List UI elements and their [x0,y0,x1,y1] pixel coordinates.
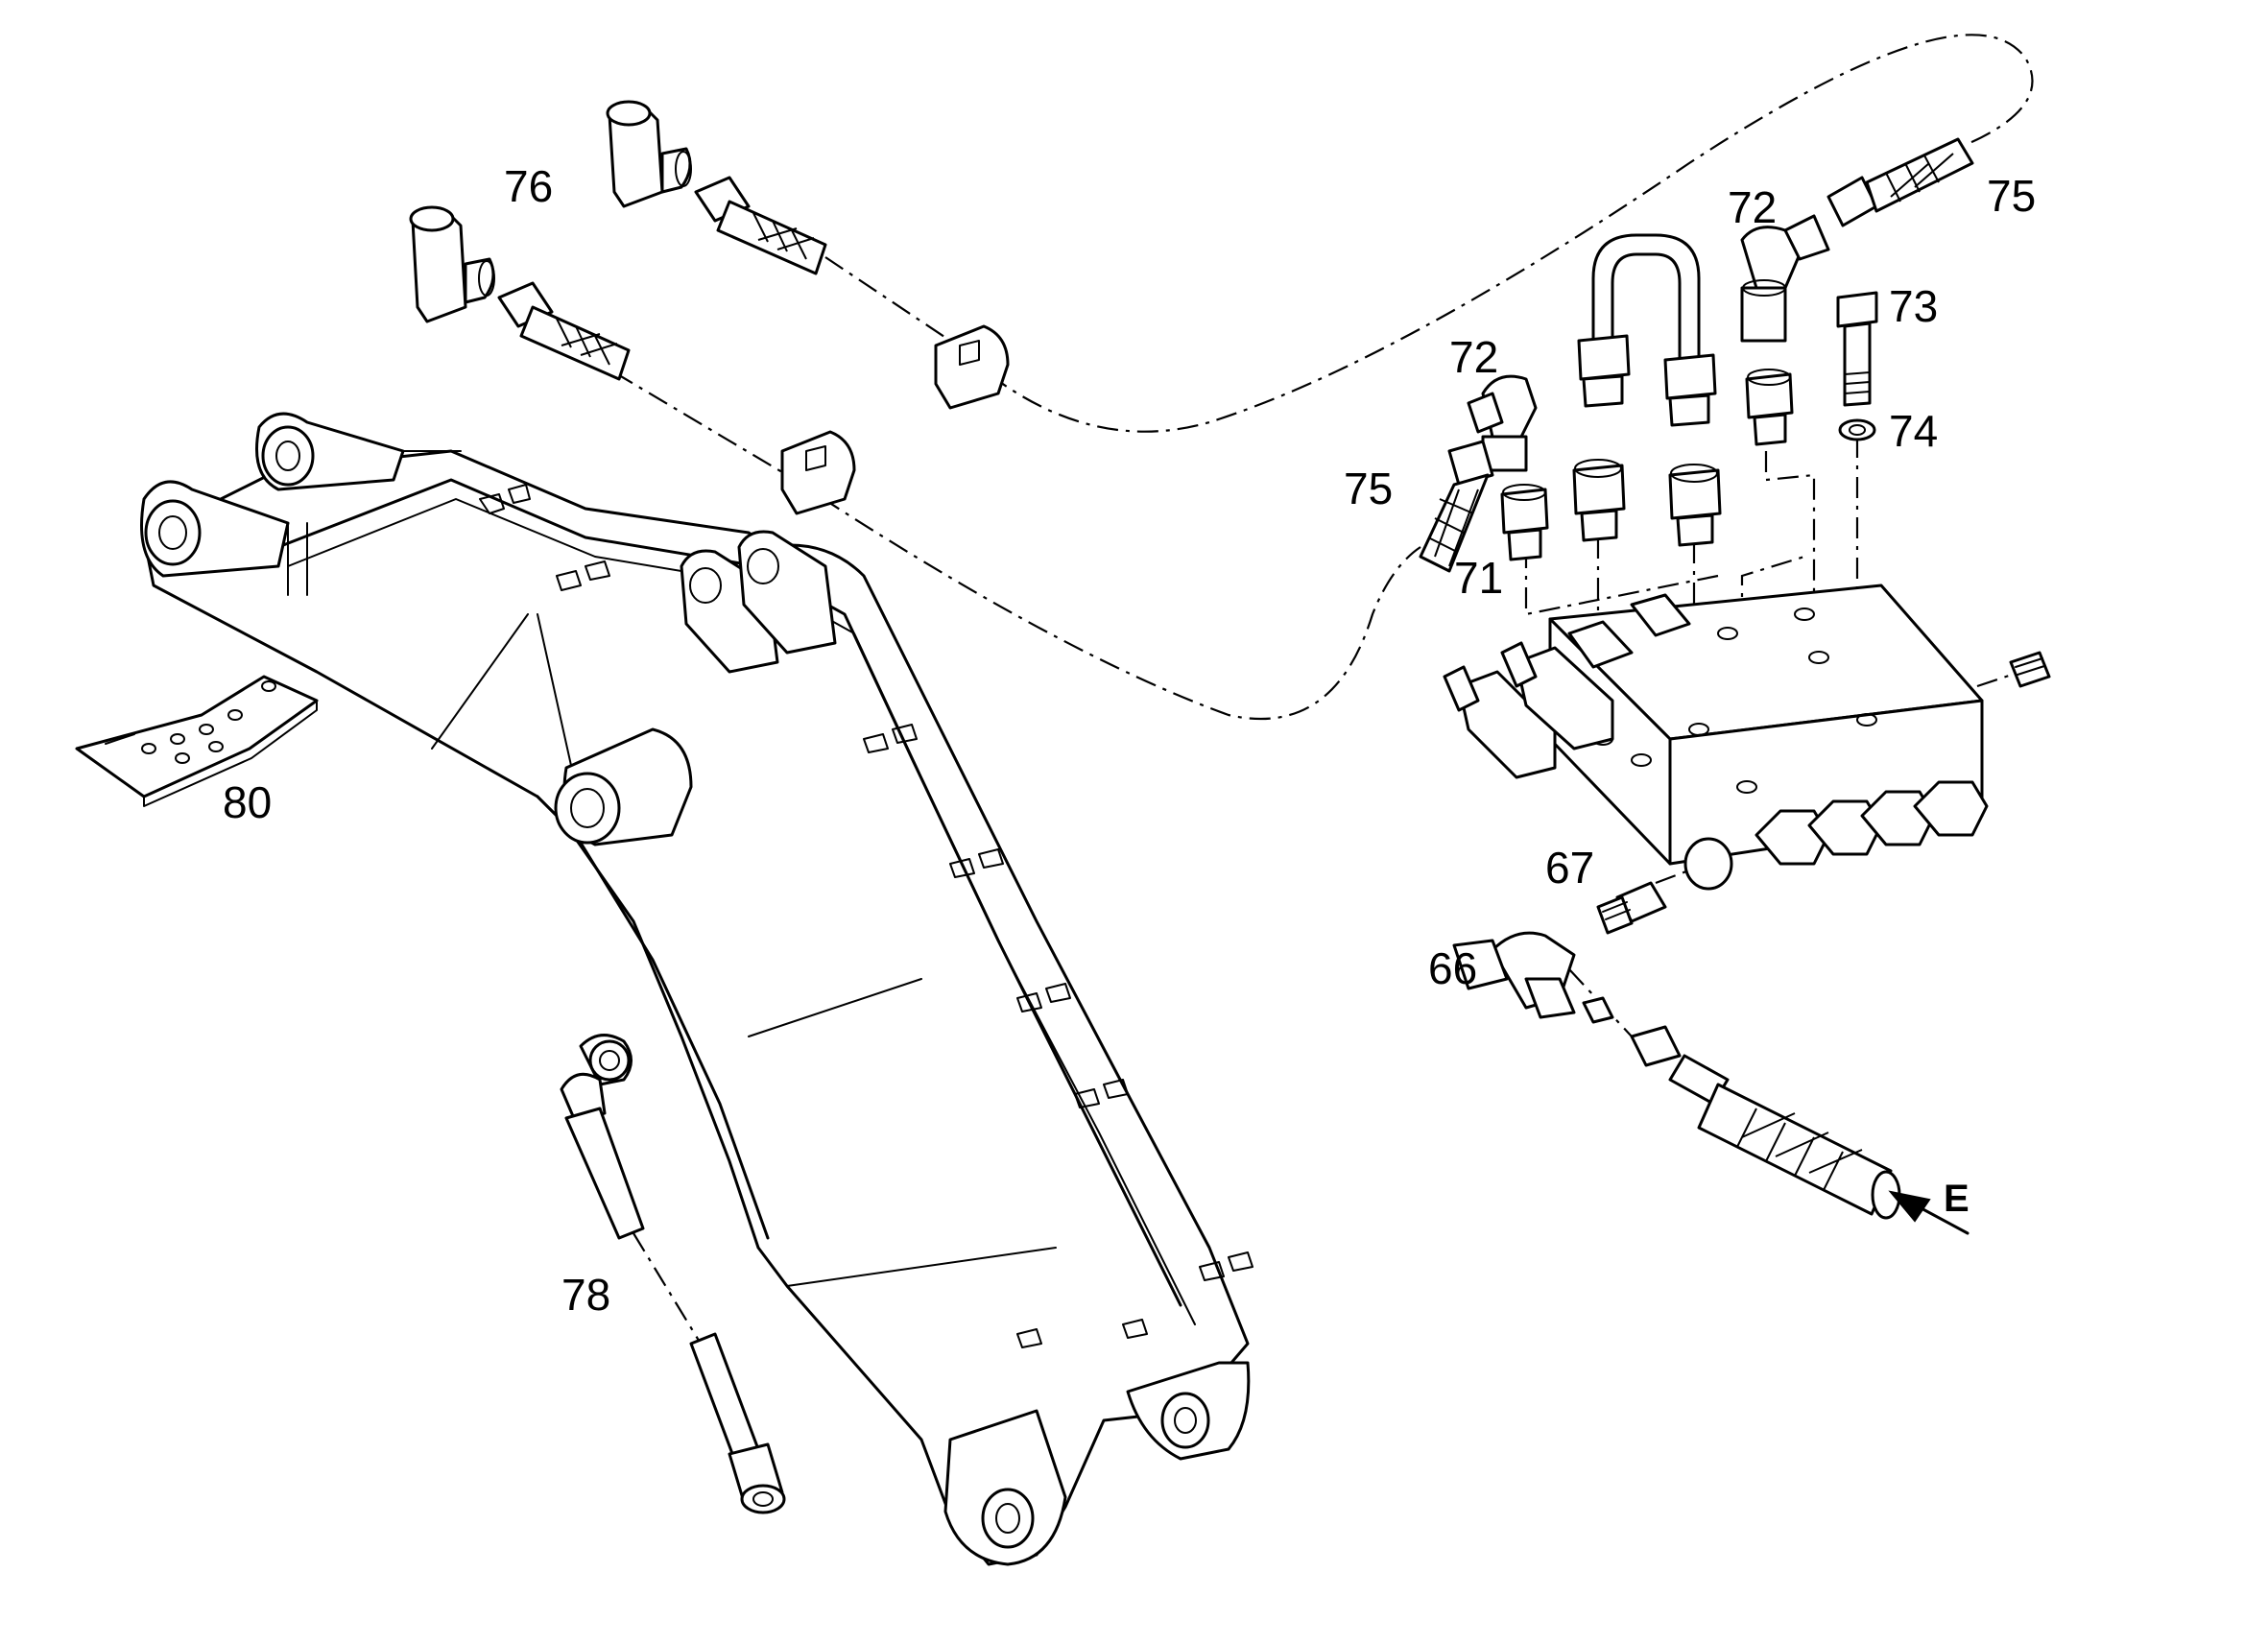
callout-67: 67 [1545,843,1594,893]
part-73-bolt [1836,291,1878,407]
boom-top-flange-inner [287,498,1196,1325]
part-78-hose [560,1034,786,1514]
callout-72-upper: 72 [1728,182,1777,232]
leader-72-b [1764,451,1816,653]
boom-top-flange [276,478,1182,1307]
boom-top-lug-b [737,530,837,655]
manifold-side-plug [2009,651,2051,688]
callout-75-left: 75 [1344,464,1393,513]
part-72-elbow-lower [1467,374,1538,472]
part-67-fitting [1596,881,1667,935]
flow-arrow-e [1888,1190,1970,1235]
boom-front-lug-left [943,1409,1067,1566]
part-66-elbow [1452,931,1576,1019]
leader-plug [1976,670,2021,688]
callout-76: 76 [504,161,553,211]
callout-71: 71 [1454,553,1503,603]
part-71-adapters [1500,459,1722,561]
part-76-tee-fittings [409,100,692,323]
part-75-hose-left [1419,440,1494,573]
callout-74: 74 [1889,406,1938,456]
leader-78 [633,1232,702,1345]
callout-80: 80 [223,777,272,827]
hose-route-lower [613,371,1421,721]
adapter-fitting-right [1745,369,1794,446]
callout-72-lower: 72 [1449,332,1498,382]
boom-front-pin-bore-left [981,1488,1035,1549]
u-tube-assembly [1577,233,1717,427]
boom-cylinder-pin-bore [554,772,621,845]
part-80-mounting-plate [75,675,319,807]
boom-rear-pin-bore-right [261,425,315,487]
boom-side-crease [431,613,1057,1287]
callout-78: 78 [561,1270,610,1320]
callout-73: 73 [1889,281,1938,331]
boom-front-pin-bore-right [1160,1392,1210,1449]
clamp-upper [934,324,1010,410]
part-76-hoses [497,176,827,381]
part-75-hose-upper [1826,137,1974,227]
solenoid-cartridges [1443,593,1691,779]
callout-labels: 76 75 72 73 74 72 75 71 67 66 80 78 E [223,161,2036,1320]
part-74-washer [1838,418,1876,441]
callout-75-upper: 75 [1987,171,2036,221]
callout-66: 66 [1428,943,1477,993]
leader-67 [1655,867,1695,885]
boom-clamp-brackets [479,484,1253,1348]
clamp-lower [780,430,856,515]
pressure-hose-assembly [1582,996,1901,1220]
valve-manifold-block [1443,584,1989,891]
part-72-elbow-upper [1740,214,1830,343]
boom-rear-pin-bore-left [144,499,202,566]
hose-clamps [780,324,1010,515]
callout-e-arrow: E [1944,1178,1970,1220]
boom-assembly [140,412,1253,1566]
